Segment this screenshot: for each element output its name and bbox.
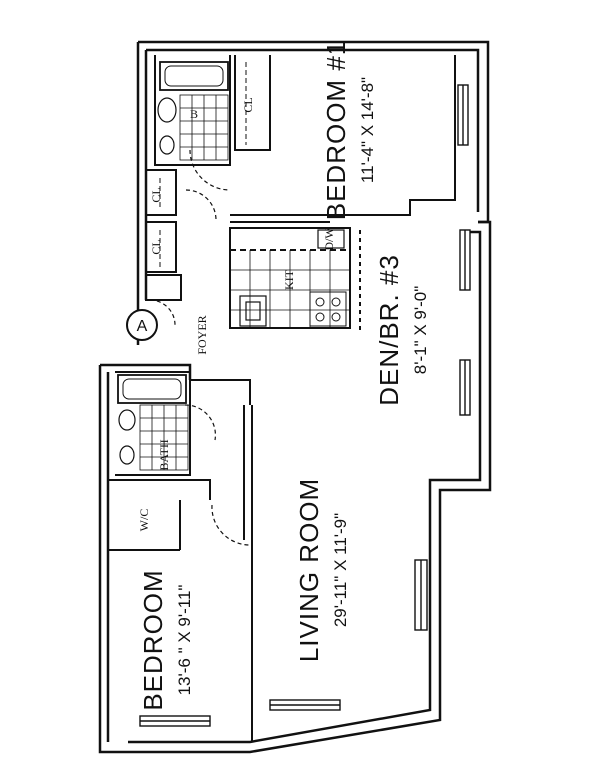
bathtub-1: [159, 61, 229, 91]
den-label-group: DEN/BR. #3 8'-1" X 9'-0": [374, 254, 430, 406]
entry-label: A: [137, 318, 148, 335]
entry-marker: A: [126, 309, 158, 341]
outer-walls: [98, 40, 492, 754]
foyer-label: FOYER: [195, 315, 209, 354]
toilet-sink-1: [157, 97, 177, 155]
foyer-label-group: FOYER: [195, 315, 209, 354]
cl-label-2: CL: [149, 187, 163, 202]
closet-rods: [159, 62, 247, 268]
cl-label-2-group: CL: [149, 187, 163, 202]
kitchen-grid: [230, 250, 350, 328]
bedroom-label-group: BEDROOM 13'-6 " X 9'-11": [138, 569, 194, 710]
cl-label-1: CL: [241, 97, 255, 112]
den-dims: 8'-1" X 9'-0": [411, 286, 430, 375]
fridge: [239, 295, 267, 327]
toilet-sink-2: [118, 409, 136, 465]
living-name: LIVING ROOM: [294, 478, 324, 662]
den-name: DEN/BR. #3: [374, 254, 404, 406]
dw-label: D/W: [322, 227, 336, 251]
bath-tile-grid-2: [139, 404, 189, 471]
cl-label-1-group: CL: [241, 97, 255, 112]
bedroom1-dims: 11'-4" X 14'-8": [358, 77, 377, 183]
bathtub-2: [117, 374, 187, 404]
bath-label-group: BATH: [157, 439, 171, 471]
bath-b-label: B: [190, 107, 198, 121]
dw-label-group: D/W: [322, 227, 336, 251]
bedroom-name: BEDROOM: [138, 569, 168, 710]
wic-label: W/C: [137, 509, 151, 532]
dishwasher: [317, 229, 345, 249]
bedroom-dims: 13'-6 " X 9'-11": [175, 585, 194, 696]
wic-label-group: W/C: [137, 509, 151, 532]
living-label-group: LIVING ROOM 29'-11" X 11'-9": [294, 478, 350, 662]
bath-b-label-group: B: [190, 107, 198, 121]
bedroom1-name: BEDROOM #1: [321, 40, 351, 221]
stove: [309, 291, 347, 327]
kit-label-group: KIT: [282, 269, 296, 290]
kit-label: KIT: [282, 269, 296, 290]
door-swings: [149, 149, 251, 546]
living-dims: 29'-11" X 11'-9": [331, 513, 350, 627]
bedroom1-label-group: BEDROOM #1 11'-4" X 14'-8": [321, 40, 377, 221]
windows: [139, 84, 471, 727]
cl-label-3-group: CL: [149, 239, 163, 254]
cl-label-3: CL: [149, 239, 163, 254]
bath-tile-grid-1: [179, 94, 229, 161]
bath-label: BATH: [157, 439, 171, 471]
